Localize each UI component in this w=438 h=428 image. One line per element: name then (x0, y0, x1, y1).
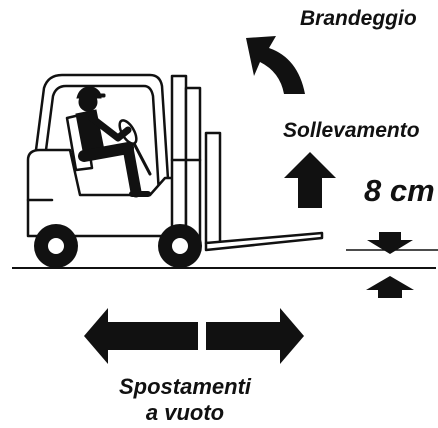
arrow-left-icon (84, 308, 198, 364)
travel-label: Spostamenti a vuoto (80, 374, 290, 427)
arrow-up-icon (366, 276, 414, 298)
curved-arrow-left-icon (246, 36, 305, 94)
lift-distance-label: 8 cm (364, 173, 435, 208)
rear-wheel (34, 224, 78, 268)
travel-label-line1: Spostamenti (118, 374, 252, 399)
forklift-icon (26, 73, 324, 252)
arrow-up-icon (284, 152, 336, 208)
front-wheel (158, 224, 202, 268)
tilt-label: Brandeggio (300, 7, 417, 30)
lift-label: Sollevamento (283, 119, 420, 142)
operator-figure (75, 86, 151, 198)
arrow-down-icon (367, 232, 413, 254)
arrow-right-icon (206, 308, 304, 364)
travel-label-line2: a vuoto (145, 400, 225, 426)
